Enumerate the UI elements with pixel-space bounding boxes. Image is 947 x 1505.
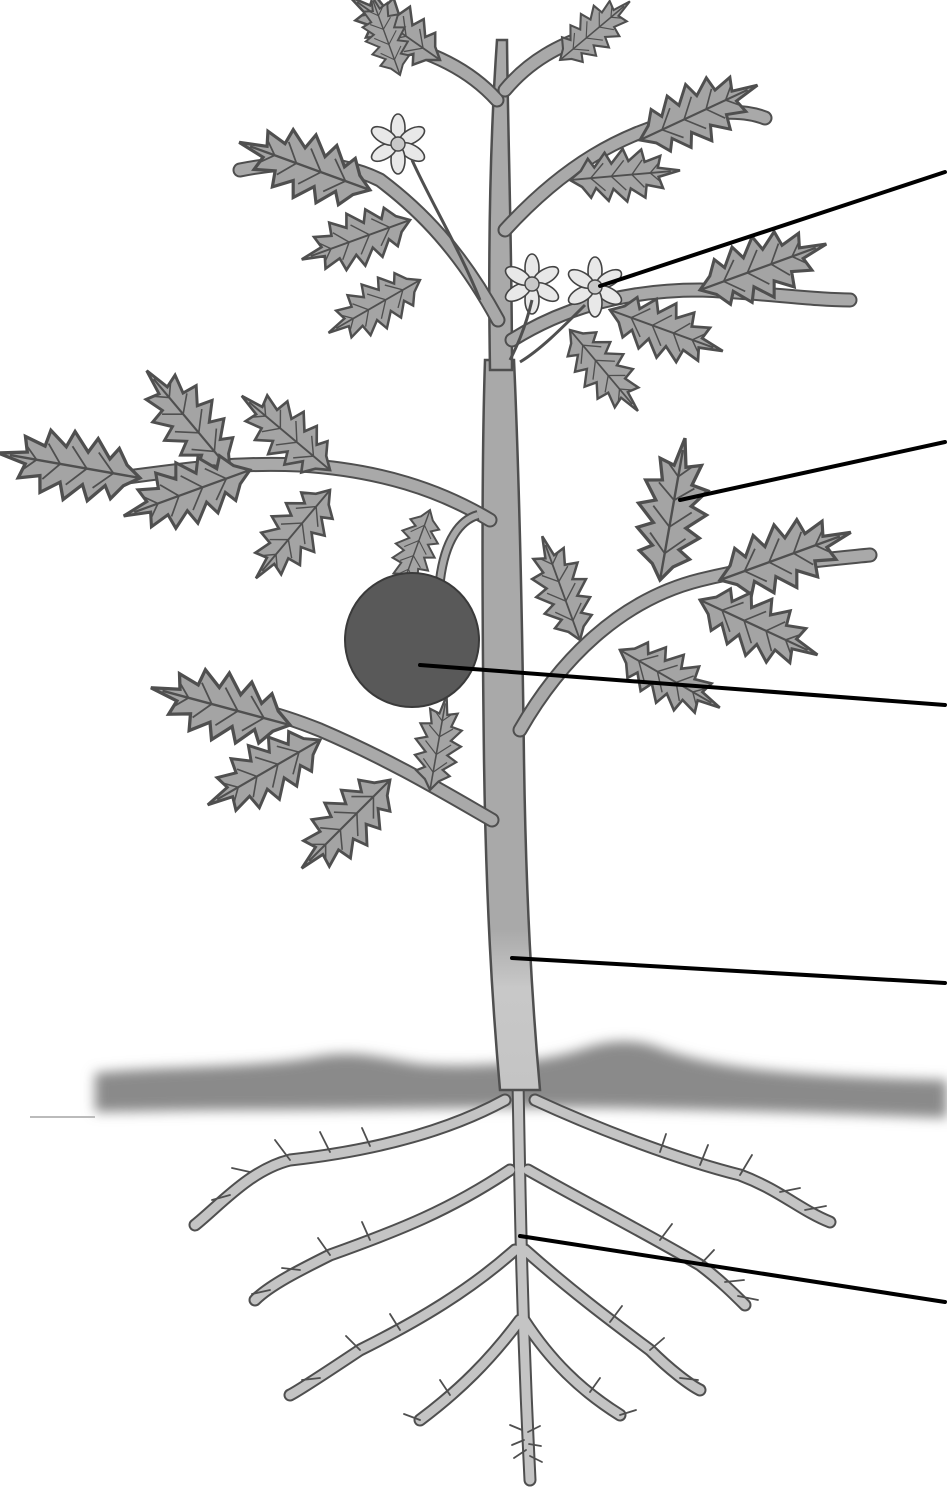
leader-line-leaf — [680, 442, 945, 500]
flower-icon — [369, 114, 428, 174]
leader-line-stem — [512, 958, 945, 983]
roots — [195, 1080, 830, 1480]
leaves — [0, 0, 862, 889]
